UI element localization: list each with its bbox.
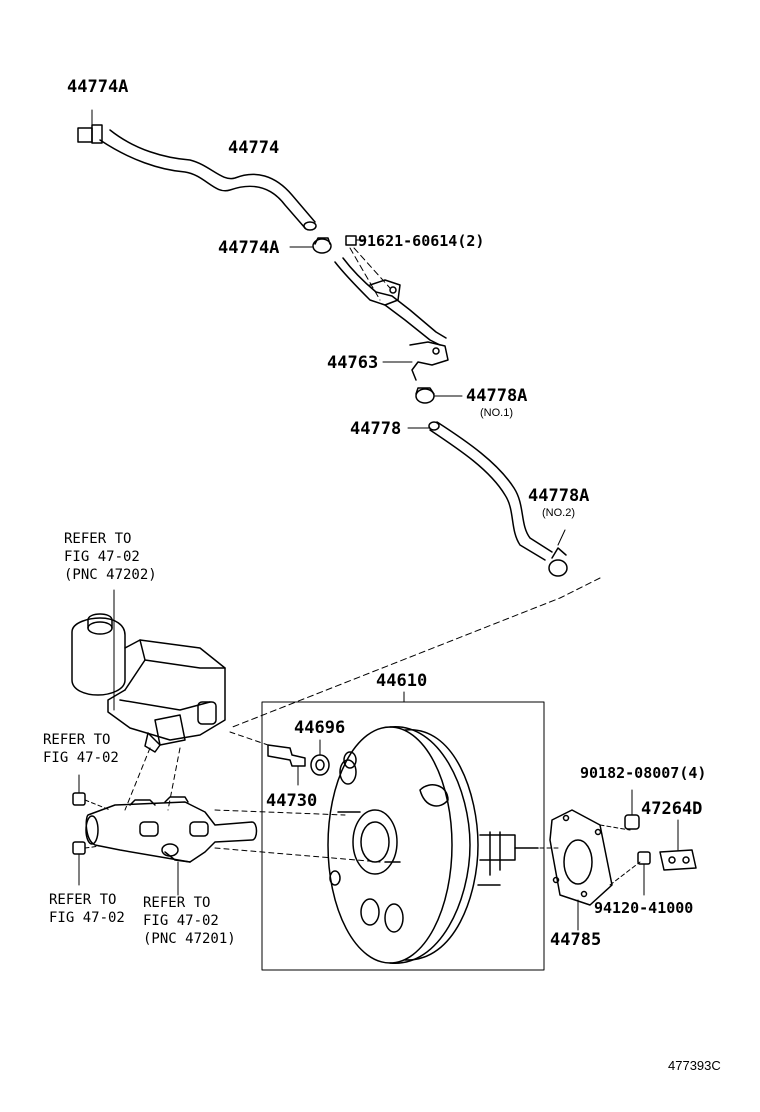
ref-left-lower: REFER TO FIG 47-02 [49, 891, 125, 927]
ref-reservoir-line2: FIG 47-02 [64, 549, 140, 566]
ref-master-cylinder: REFER TO FIG 47-02 (PNC 47201) [143, 894, 236, 949]
clamp-44778A-no2 [548, 529, 568, 577]
label-44730: 44730 [266, 791, 318, 811]
label-44778A-no2-sub: (NO.2) [542, 507, 575, 519]
ref-reservoir: REFER TO FIG 47-02 (PNC 47202) [64, 530, 157, 585]
ref-reservoir-line3: (PNC 47202) [64, 567, 157, 584]
figure-id: 477393C [668, 1058, 721, 1073]
check-valve-44763 [334, 257, 449, 381]
grommet-44696 [310, 739, 330, 776]
clamp-44774A-top [77, 109, 103, 144]
ref-reservoir-line1: REFER TO [64, 531, 132, 547]
fitting-left-upper [72, 774, 111, 811]
label-44774: 44774 [228, 138, 280, 158]
label-44763: 44763 [327, 353, 379, 373]
label-44785: 44785 [550, 930, 602, 950]
label-44778: 44778 [350, 419, 402, 439]
ref-left-lower-line1: REFER TO [49, 892, 117, 908]
gasket-44785 [549, 809, 613, 931]
clevis-47264D [659, 819, 697, 871]
label-44774A-mid: 44774A [218, 238, 280, 258]
ref-left-lower-line2: FIG 47-02 [49, 910, 125, 927]
nut-94120-41000 [637, 851, 651, 896]
clamp-44774A-mid [289, 237, 332, 254]
dashed-line-mc-booster-upper [214, 809, 346, 816]
dashed-line-booster-left [229, 731, 269, 746]
label-94120-41000: 94120-41000 [594, 899, 694, 917]
label-44696: 44696 [294, 718, 346, 738]
label-44778A-no1: 44778A [466, 386, 528, 406]
ref-master-cylinder-line2: FIG 47-02 [143, 913, 219, 930]
dashed-line-mc-booster-lower [214, 847, 381, 863]
reservoir [71, 589, 226, 753]
ref-master-cylinder-line3: (PNC 47201) [143, 931, 236, 948]
label-44774A-top: 44774A [67, 77, 129, 97]
label-91621-60614: 91621-60614(2) [358, 232, 485, 250]
hose-44778 [407, 421, 553, 561]
label-44610: 44610 [376, 671, 428, 691]
label-47264D: 47264D [641, 799, 703, 819]
union-44730 [267, 744, 306, 786]
dashed-connection-line [229, 577, 601, 729]
booster-assembly-box [261, 701, 545, 971]
ref-left-upper-line2: FIG 47-02 [43, 750, 119, 767]
hose-44774 [99, 129, 317, 231]
master-cylinder [85, 747, 258, 896]
fitting-left-lower [72, 841, 101, 886]
ref-left-upper: REFER TO FIG 47-02 [43, 731, 119, 767]
ref-master-cylinder-line1: REFER TO [143, 895, 211, 911]
brake-booster-44610 [327, 726, 539, 964]
ref-left-upper-line1: REFER TO [43, 732, 111, 748]
label-90182-08007: 90182-08007(4) [580, 764, 707, 782]
label-44778A-no1-sub: (NO.1) [480, 407, 513, 419]
clamp-44778A-no1 [415, 387, 463, 404]
label-44778A-no2: 44778A [528, 486, 590, 506]
nut-90182-08007 [624, 789, 640, 830]
